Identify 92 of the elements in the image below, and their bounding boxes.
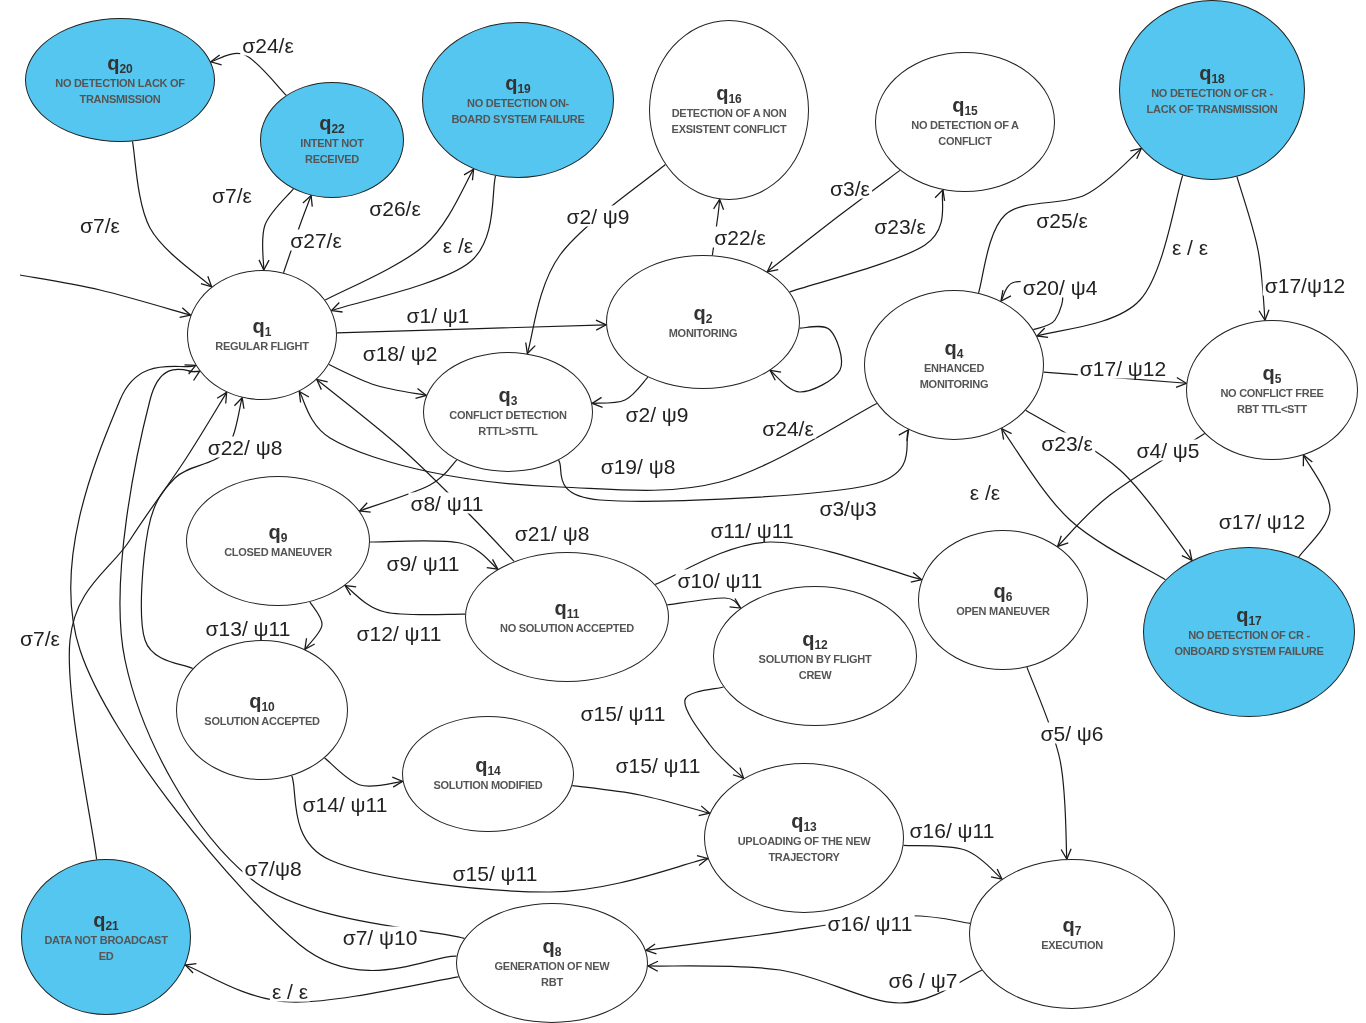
transition-arrow [316,378,515,562]
transition-arrow [140,397,246,670]
edge-label: σ7/ ψ10 [340,926,420,948]
transition-arrow [647,960,983,1004]
state-label: q$_{2}$ [693,302,713,323]
state-label: q$_{9}$ [268,521,288,542]
state-label: q$_{1}$ [252,315,272,336]
transition-arrow [184,963,460,1003]
edge-label: σ5/ ψ6 [1038,722,1106,744]
state-description: NO CONFLICT FREE RBT TTL<STT [1219,385,1325,417]
transition-arrow [298,390,878,491]
state-description: MONITORING [668,325,738,341]
state-description: SOLUTION BY FLIGHT CREW [757,651,873,683]
edge-label: σ27/ε [288,229,344,251]
transition-arrow [591,376,649,409]
state-description: NO DETECTION OF CR - ONBOARD SYSTEM FAILURE [1173,627,1325,659]
transition-arrow [769,325,843,393]
transition-arrow [19,274,192,318]
state-description: DETECTION OF A NON EXSISTENT CONFLICT [671,105,787,137]
transition-arrow [977,147,1142,294]
state-label: q$_{5}$ [1262,362,1282,383]
transition-arrow [131,140,213,288]
transition-arrow [654,541,923,585]
state-label: q$_{8}$ [542,935,562,956]
state-label: q$_{16}$ [716,82,742,103]
state-description: EXECUTION [1041,937,1103,953]
state-description: SOLUTION ACCEPTED [204,713,320,729]
transition-arrow [304,601,323,650]
state-label: q$_{3}$ [498,384,518,405]
transition-arrow [369,540,499,570]
edge-label: σ22/ ψ8 [205,436,285,458]
state-description: NO DETECTION LACK OF TRANSMISSION [54,75,186,107]
transition-arrow [210,52,287,96]
state-description: UPLOADING OF THE NEW TRAJECTORY [736,833,872,865]
state-label: q$_{6}$ [993,580,1013,601]
transition-arrow [324,757,404,789]
state-label: q$_{12}$ [802,628,828,649]
transition-arrow [1036,174,1184,339]
state-label: q$_{18}$ [1199,62,1225,83]
edge-label: σ16/ ψ11 [825,912,915,934]
edge-label: σ8/ ψ11 [408,492,486,514]
transition-arrow [70,362,458,971]
transition-arrow [336,319,607,334]
edge-label: σ22/ε [712,226,768,248]
state-description: NO DETECTION OF CR - LACK OF TRANSMISSION [1145,85,1279,117]
transition-arrow [258,188,294,271]
state-label: q$_{20}$ [107,52,133,73]
state-description: CONFLICT DETECTION RTTL>STTL [448,407,568,439]
state-label: q$_{4}$ [944,337,964,358]
transition-arrow [291,775,709,893]
state-label: q$_{22}$ [319,112,345,133]
transition-arrow [1236,176,1270,321]
edge-label: σ2/ ψ9 [564,205,632,227]
transition-arrow [766,169,901,273]
state-description: ENHANCED MONITORING [918,360,990,392]
state-label: q$_{13}$ [791,810,817,831]
state-description: OPEN MANEUVER [956,603,1050,619]
state-description: DATA NOT BROADCAST ED [44,932,168,964]
state-description: CLOSED MANEUVER [224,544,332,560]
state-label: q$_{11}$ [554,597,580,618]
edge-label: σ10/ ψ11 [675,569,765,591]
state-label: q$_{21}$ [93,909,119,930]
state-label: q$_{17}$ [1236,604,1262,625]
transition-arrow [68,391,228,861]
state-description: GENERATION OF NEW RBT [493,958,611,990]
transition-arrow [328,363,427,400]
state-label: q$_{10}$ [249,690,275,711]
state-label: q$_{7}$ [1062,914,1082,935]
transition-arrow [557,429,911,502]
state-description: REGULAR FLIGHT [215,338,309,354]
transition-arrow [330,175,497,313]
state-description: NO SOLUTION ACCEPTED [499,620,634,636]
transition-arrow [571,785,711,817]
edge-label: σ4/ ψ5 [1134,439,1202,461]
transition-arrow [789,189,947,293]
state-description: INTENT NOT RECEIVED [299,135,365,167]
state-label: q$_{15}$ [952,94,978,115]
transition-arrow [119,368,466,939]
transition-arrow [1298,454,1331,558]
transition-arrow [1026,666,1072,860]
state-label: q$_{19}$ [505,72,531,93]
state-label: q$_{14}$ [475,754,501,775]
state-description: NO DETECTION OF A CONFLICT [910,117,1020,149]
transition-arrow [684,686,745,779]
transition-arrow [1001,428,1167,581]
transition-arrow [902,844,1003,880]
edge-label: σ23/ε [1039,432,1095,454]
state-description: SOLUTION MODIFIED [433,777,543,793]
transition-arrow [358,459,458,513]
transition-arrow [344,584,466,616]
state-description: NO DETECTION ON-BOARD SYSTEM FAILURE [450,95,586,127]
transition-arrow [666,597,742,609]
